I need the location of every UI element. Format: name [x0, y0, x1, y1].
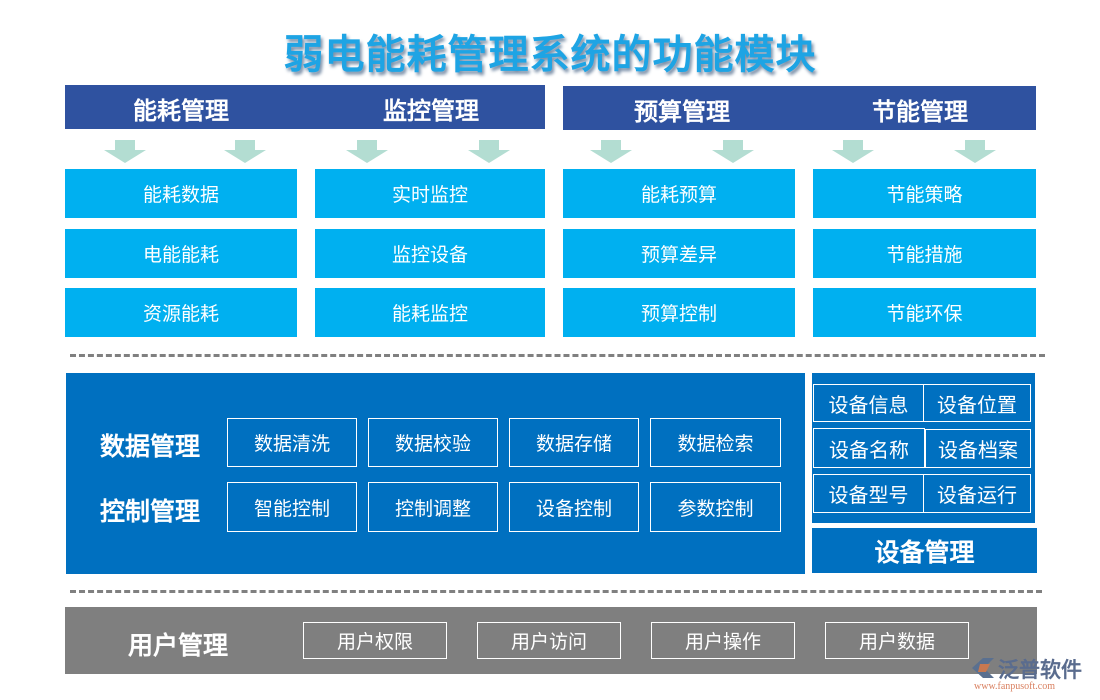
module-box: 能耗监控 — [315, 288, 545, 337]
user-item: 用户操作 — [651, 622, 795, 659]
module-box: 节能策略 — [813, 169, 1036, 218]
group-label: 节能管理 — [872, 98, 968, 126]
module-box: 能耗数据 — [65, 169, 297, 218]
group-label: 预算管理 — [634, 98, 730, 126]
logo-name: 泛普软件 — [998, 658, 1082, 682]
module-box: 数据存储 — [509, 418, 639, 467]
user-item: 用户权限 — [303, 622, 447, 659]
module-box: 数据校验 — [368, 418, 498, 467]
device-item: 设备型号 — [813, 474, 924, 513]
group-label: 能耗管理 — [133, 97, 229, 125]
module-box: 节能环保 — [813, 288, 1036, 337]
user-panel — [65, 607, 1037, 674]
row-label: 控制管理 — [100, 497, 201, 526]
user-item: 用户数据 — [825, 622, 969, 659]
device-item: 设备信息 — [813, 384, 924, 422]
module-box: 资源能耗 — [65, 288, 297, 337]
header-bar-left: 能耗管理 监控管理 — [65, 85, 545, 129]
module-box: 设备控制 — [509, 482, 639, 532]
module-box: 数据检索 — [650, 418, 781, 467]
device-item: 设备档案 — [925, 429, 1031, 468]
module-box: 监控设备 — [315, 229, 545, 278]
user-item: 用户访问 — [477, 622, 621, 659]
logo: 泛普软件 www.fanpusoft.com — [970, 654, 1090, 694]
device-item: 设备运行 — [923, 474, 1031, 513]
divider — [70, 354, 1045, 357]
header-bar-right: 预算管理 节能管理 — [563, 86, 1036, 130]
logo-url: www.fanpusoft.com — [974, 681, 1056, 692]
module-box: 节能措施 — [813, 229, 1036, 278]
module-box: 参数控制 — [650, 482, 781, 532]
divider — [70, 590, 1042, 593]
module-box: 控制调整 — [368, 482, 498, 532]
device-item: 设备名称 — [813, 428, 925, 468]
module-box: 实时监控 — [315, 169, 545, 218]
group-label: 监控管理 — [383, 97, 479, 125]
device-label: 设备管理 — [812, 528, 1037, 573]
device-item: 设备位置 — [923, 384, 1031, 422]
module-box: 电能能耗 — [65, 229, 297, 278]
module-box: 数据清洗 — [227, 418, 357, 467]
module-box: 能耗预算 — [563, 169, 795, 218]
middle-panel — [66, 373, 805, 574]
module-box: 预算差异 — [563, 229, 795, 278]
logo-icon — [972, 658, 994, 678]
module-box: 智能控制 — [227, 482, 357, 532]
user-label: 用户管理 — [128, 631, 229, 660]
row-label: 数据管理 — [100, 432, 201, 461]
page-title: 弱电能耗管理系统的功能模块 — [283, 32, 817, 78]
module-box: 预算控制 — [563, 288, 795, 337]
